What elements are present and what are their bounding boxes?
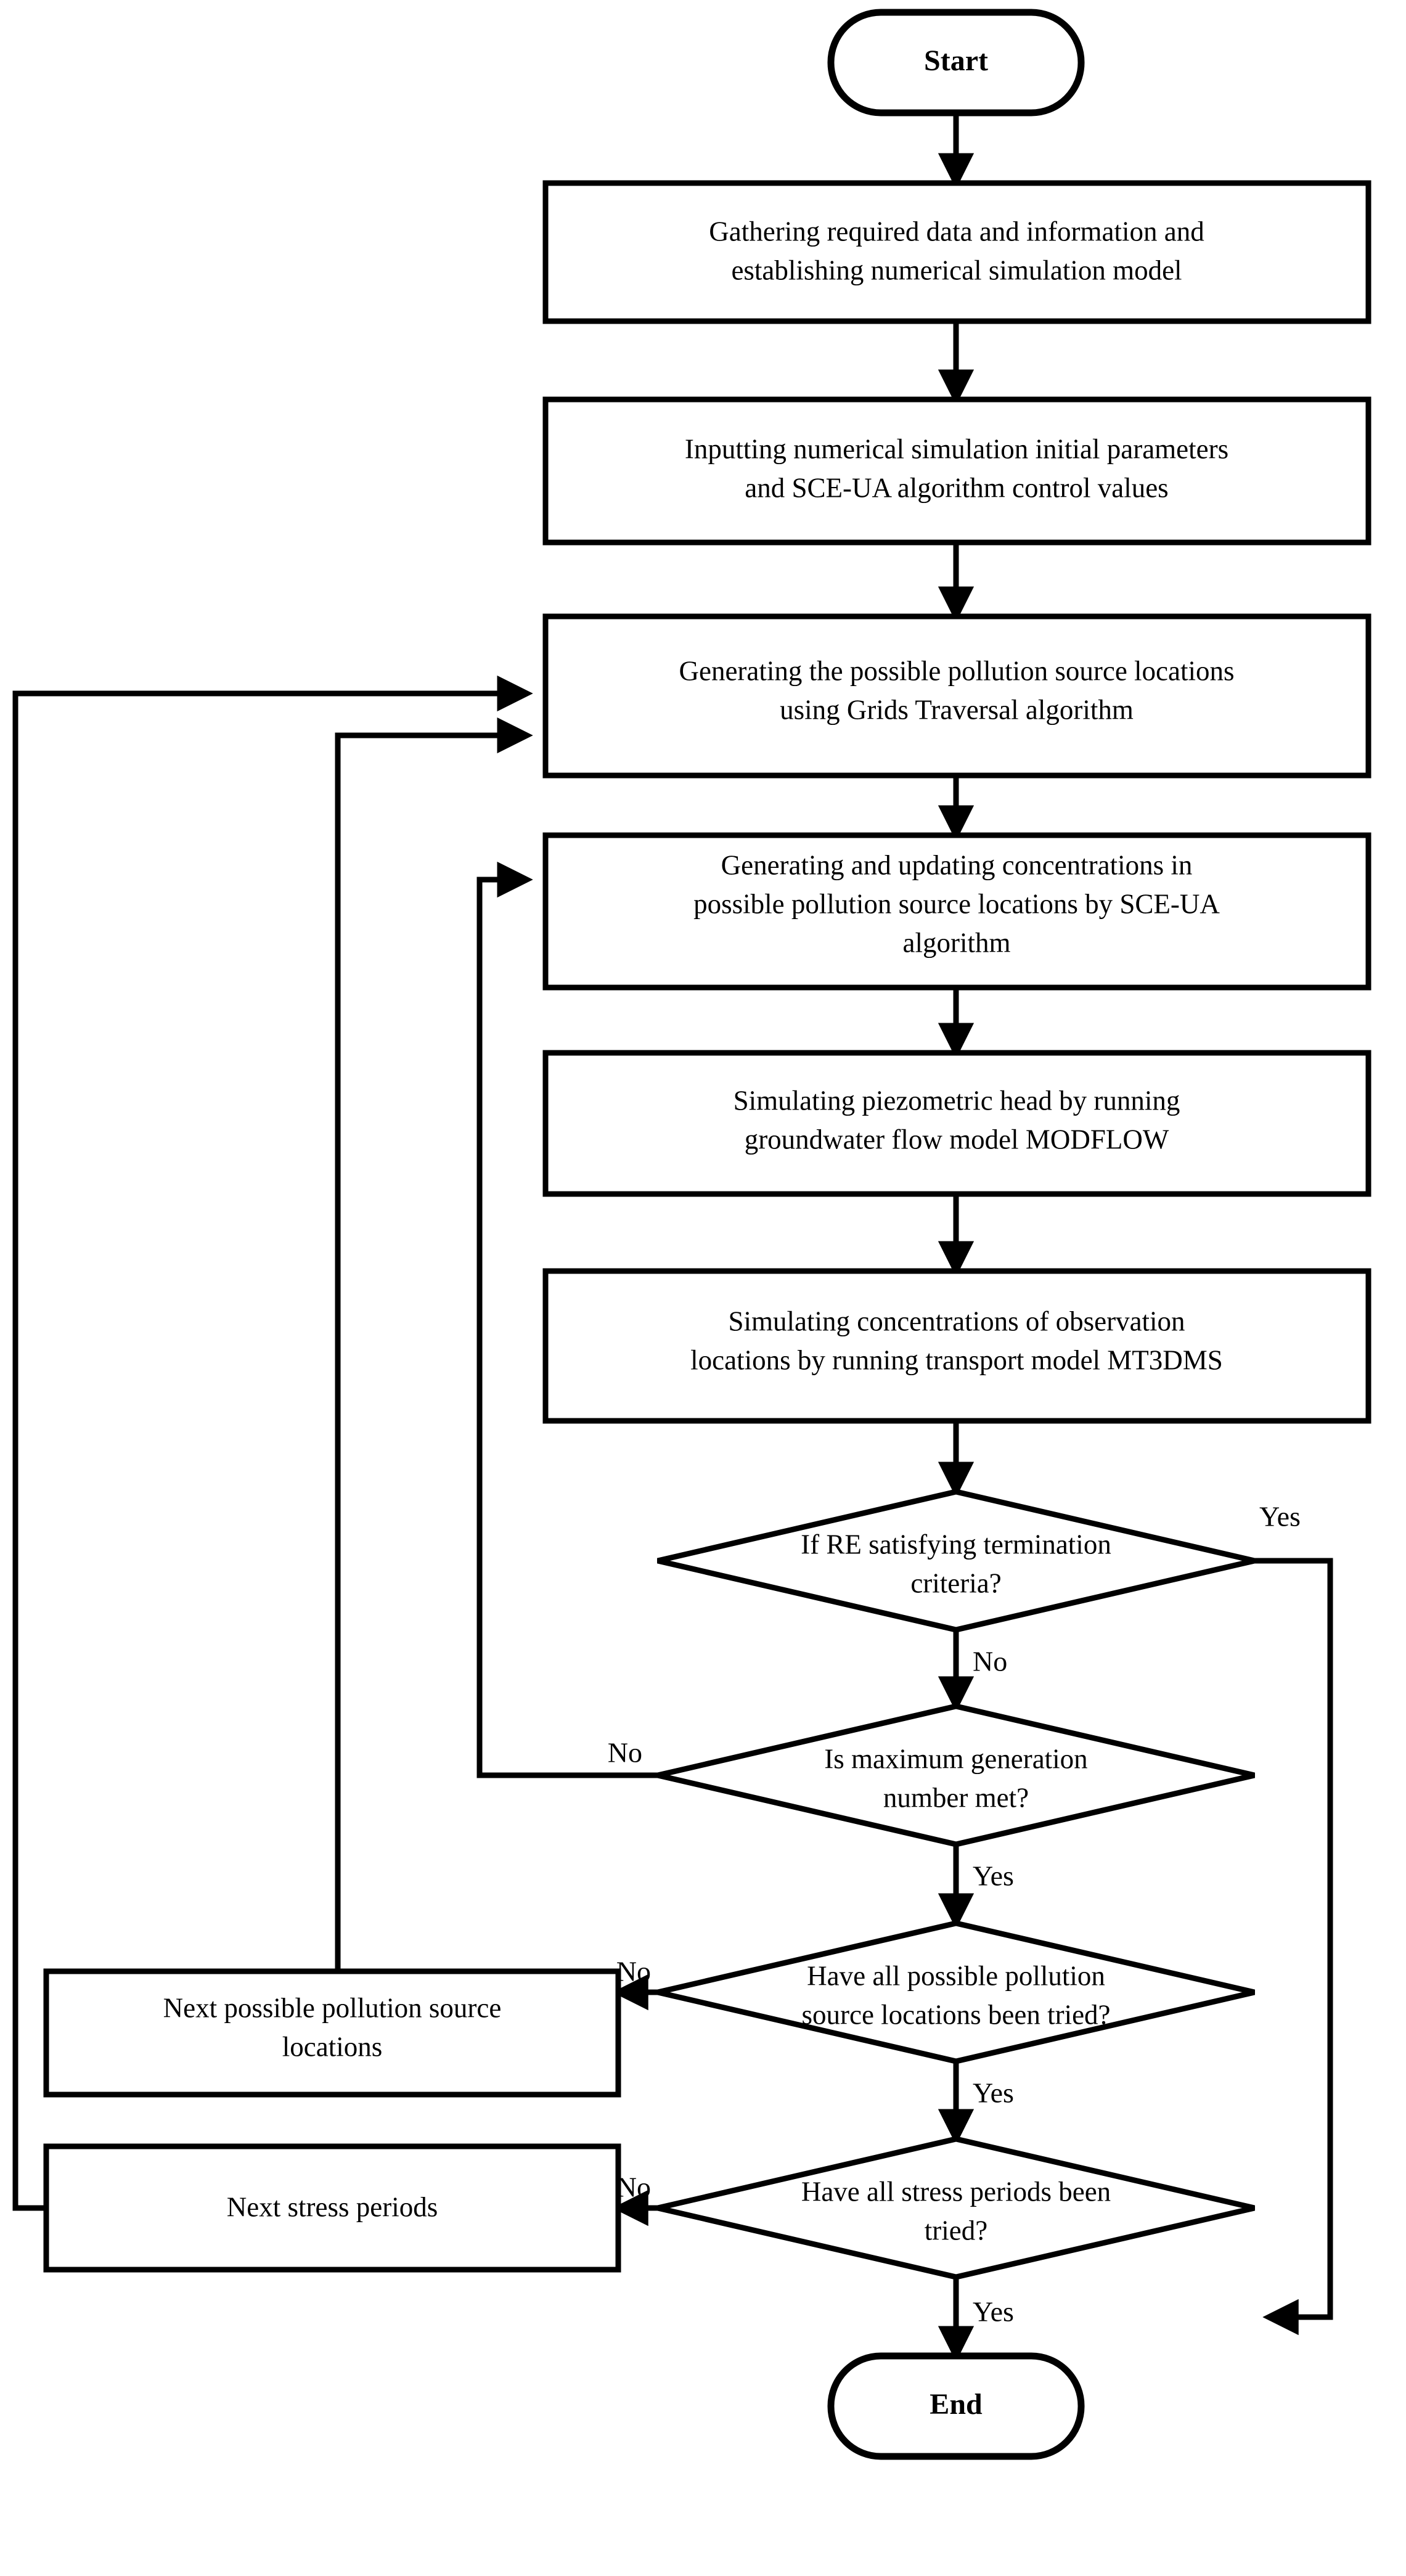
decision-locations-shape: [656, 1920, 1256, 2064]
generating-concentrations-label-line1: Generating and updating concentrations i…: [721, 849, 1193, 880]
decision-locations-label-line1: Have all possible pollution: [807, 1960, 1105, 1991]
decision-generation-label-line1: Is maximum generation: [824, 1743, 1087, 1774]
decision-re-label-line1: If RE satisfying termination: [801, 1529, 1111, 1560]
modflow-box-shape: [542, 1050, 1371, 1197]
start-label: Start: [924, 44, 988, 77]
decision-generation-label-line2: number met?: [883, 1782, 1029, 1813]
decision-re-shape: [656, 1489, 1256, 1633]
next-locations-label-line2: locations: [282, 2031, 382, 2062]
node-modflow[interactable]: Simulating piezometric head by running g…: [542, 1050, 1371, 1197]
edge-label-generation-no: No: [608, 1737, 642, 1768]
decision-generation-shape: [656, 1703, 1256, 1847]
edge-label-stress-yes: Yes: [973, 2296, 1014, 2328]
edge-label-stress-no: No: [616, 2172, 651, 2203]
decision-stress-shape: [656, 2136, 1256, 2280]
generating-concentrations-label-line2: possible pollution source locations by S…: [693, 888, 1220, 919]
node-mt3dms[interactable]: Simulating concentrations of observation…: [542, 1268, 1371, 1424]
edge-label-locations-yes: Yes: [973, 2077, 1014, 2109]
next-stress-box-shape: [43, 2143, 621, 2273]
node-inputting[interactable]: Inputting numerical simulation initial p…: [542, 396, 1371, 546]
next-locations-box-shape: [43, 1968, 621, 2098]
node-gather[interactable]: Gathering required data and information …: [542, 180, 1371, 324]
node-next-locations[interactable]: Next possible pollution source locations: [43, 1968, 621, 2098]
node-decision-generation[interactable]: Is maximum generation number met?: [656, 1703, 1256, 1847]
start-terminator-shape: [827, 9, 1085, 117]
next-locations-label-line1: Next possible pollution source: [163, 1992, 502, 2023]
edge-next-stress-to-generating-locations: [12, 675, 533, 2211]
generating-locations-box-shape: [542, 613, 1371, 779]
node-end[interactable]: End: [827, 2352, 1085, 2460]
edge-label-re-yes: Yes: [1259, 1501, 1301, 1532]
gather-box-shape: [542, 180, 1371, 324]
generating-locations-label-line2: using Grids Traversal algorithm: [780, 694, 1134, 725]
generating-concentrations-label-line3: algorithm: [903, 927, 1011, 958]
modflow-label-line1: Simulating piezometric head by running: [734, 1085, 1180, 1116]
next-stress-label: Next stress periods: [227, 2191, 438, 2222]
generating-concentrations-box-shape: [542, 832, 1371, 991]
mt3dms-box-shape: [542, 1268, 1371, 1424]
connectors: [12, 113, 1333, 2362]
edge-label-generation-yes: Yes: [973, 1860, 1014, 1892]
node-decision-stress[interactable]: Have all stress periods been tried?: [656, 2136, 1256, 2280]
decision-re-label-line2: criteria?: [910, 1568, 1001, 1598]
modflow-label-line2: groundwater flow model MODFLOW: [745, 1124, 1169, 1155]
generating-locations-label-line1: Generating the possible pollution source…: [679, 655, 1234, 686]
end-label: End: [930, 2388, 983, 2421]
node-next-stress[interactable]: Next stress periods: [43, 2143, 621, 2273]
decision-stress-label-line1: Have all stress periods been: [801, 2176, 1111, 2207]
node-generating-concentrations[interactable]: Generating and updating concentrations i…: [542, 832, 1371, 991]
edge-decision-generation-no-loop: [476, 861, 658, 1778]
edge-labels: Yes No No Yes No Yes No Yes: [608, 1501, 1301, 2328]
edge-decision-re-yes-rail: [1254, 1558, 1333, 2336]
node-decision-locations[interactable]: Have all possible pollution source locat…: [656, 1920, 1256, 2064]
node-start[interactable]: Start: [827, 9, 1085, 117]
inputting-label-line1: Inputting numerical simulation initial p…: [685, 433, 1228, 464]
gather-label-line1: Gathering required data and information …: [709, 216, 1204, 247]
node-generating-locations[interactable]: Generating the possible pollution source…: [542, 613, 1371, 779]
end-terminator-shape: [827, 2352, 1085, 2460]
mt3dms-label-line1: Simulating concentrations of observation: [728, 1306, 1185, 1336]
decision-locations-label-line2: source locations been tried?: [801, 1999, 1110, 2030]
inputting-box-shape: [542, 396, 1371, 546]
decision-stress-label-line2: tried?: [925, 2215, 987, 2246]
edge-next-locations-to-generating-locations: [335, 717, 533, 1971]
gather-label-line2: establishing numerical simulation model: [731, 255, 1182, 285]
mt3dms-label-line2: locations by running transport model MT3…: [690, 1344, 1223, 1375]
edge-label-re-no: No: [973, 1646, 1007, 1677]
node-decision-re[interactable]: If RE satisfying termination criteria?: [656, 1489, 1256, 1633]
inputting-label-line2: and SCE-UA algorithm control values: [745, 472, 1168, 503]
edge-label-locations-no: No: [616, 1956, 651, 1987]
